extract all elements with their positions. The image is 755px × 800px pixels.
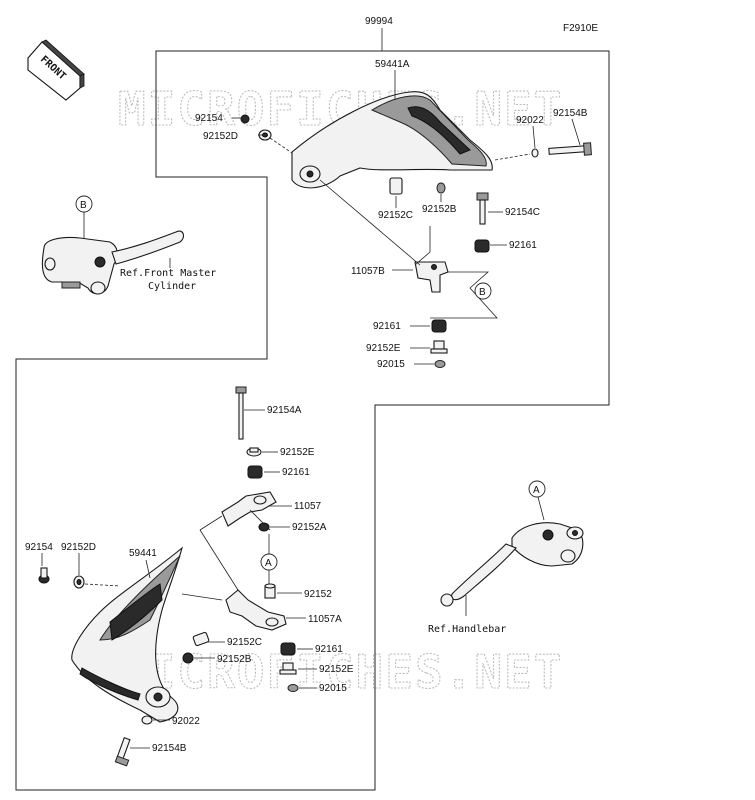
svg-text:B: B xyxy=(479,287,486,298)
bolt-92154A xyxy=(235,386,247,440)
label-92152E-top: 92152E xyxy=(366,343,401,354)
collar-92152C xyxy=(192,631,210,647)
bolt-92154C xyxy=(476,192,489,225)
label-92152C: 92152C xyxy=(227,637,262,648)
figure-code: F2910E xyxy=(563,23,598,34)
nut-92152A xyxy=(258,522,270,532)
washer-92022-top xyxy=(531,148,539,158)
callout-a-right: A xyxy=(528,480,546,498)
damper-92161-c xyxy=(247,465,263,479)
label-11057B: 11057B xyxy=(351,266,385,277)
callout-a-lower: A xyxy=(260,553,278,571)
label-92022: 92022 xyxy=(172,716,200,727)
svg-text:B: B xyxy=(80,200,87,211)
nut-92015 xyxy=(287,684,299,692)
callout-b-left: B xyxy=(75,195,93,213)
label-92154B: 92154B xyxy=(152,743,187,754)
label-92152C-top: 92152C xyxy=(378,210,413,221)
label-92015-top: 92015 xyxy=(377,359,405,370)
watermark-bottom: MICROFICHES.NET xyxy=(118,645,563,699)
label-92152A: 92152A xyxy=(292,522,327,533)
ref-handlebar: Ref.Handlebar xyxy=(428,624,506,635)
ref-front-master-1: Ref.Front Master xyxy=(120,268,216,279)
washer-92152B xyxy=(182,652,194,664)
label-92152: 92152 xyxy=(304,589,332,600)
label-92154: 92154 xyxy=(25,542,53,553)
assembly-frame xyxy=(15,50,610,791)
collar-92152E-top xyxy=(430,340,448,354)
label-59441: 59441 xyxy=(129,548,157,559)
bolt-92154B-top xyxy=(548,142,592,156)
label-92154-top: 92154 xyxy=(195,113,223,124)
hand-guard-left xyxy=(71,546,183,723)
damper-92161-b xyxy=(431,319,447,333)
label-92152D: 92152D xyxy=(61,542,96,553)
front-master-cylinder xyxy=(41,230,185,295)
label-92161-b: 92161 xyxy=(373,321,401,332)
label-92161-c: 92161 xyxy=(282,467,310,478)
collar-92152E-a xyxy=(246,447,262,457)
label-92152E-b: 92152E xyxy=(319,664,354,675)
screw-92154-top xyxy=(240,114,250,124)
handlebar-lever xyxy=(440,522,584,607)
label-92022-top: 92022 xyxy=(516,115,544,126)
label-92152B-top: 92152B xyxy=(422,204,457,215)
label-92152B: 92152B xyxy=(217,654,252,665)
front-arrow-icon: FRONT xyxy=(27,39,85,101)
washer-92152B-top xyxy=(436,182,446,194)
damper-92161-a xyxy=(474,239,490,253)
washer-92022 xyxy=(141,715,153,725)
nut-92015-top xyxy=(434,360,446,368)
label-92161-d: 92161 xyxy=(315,644,343,655)
svg-text:A: A xyxy=(265,558,272,569)
collar-92152E-b xyxy=(279,662,297,675)
label-92161-a: 92161 xyxy=(509,240,537,251)
svg-text:A: A xyxy=(533,485,540,496)
screw-92154 xyxy=(38,567,50,584)
bracket-11057B xyxy=(414,261,449,293)
collar-92152C-top xyxy=(389,177,403,195)
label-92154A: 92154A xyxy=(267,405,302,416)
collar-92152D xyxy=(73,575,85,589)
collar-92152 xyxy=(264,583,276,599)
label-92152E-a: 92152E xyxy=(280,447,315,458)
bracket-11057A xyxy=(225,589,287,631)
assembly-number: 99994 xyxy=(365,16,393,27)
label-92154B-top: 92154B xyxy=(553,108,588,119)
label-92154C: 92154C xyxy=(505,207,540,218)
ref-front-master-2: Cylinder xyxy=(148,281,196,292)
label-92015: 92015 xyxy=(319,683,347,694)
bolt-92154B xyxy=(114,736,131,767)
bracket-11057 xyxy=(221,491,277,527)
label-11057A: 11057A xyxy=(308,614,342,625)
label-92152D-top: 92152D xyxy=(203,131,238,142)
callout-b-upper: B xyxy=(474,282,492,300)
damper-92161-d xyxy=(280,642,296,656)
label-59441A: 59441A xyxy=(375,59,410,70)
hand-guard-right xyxy=(291,91,493,189)
label-11057: 11057 xyxy=(294,501,322,512)
